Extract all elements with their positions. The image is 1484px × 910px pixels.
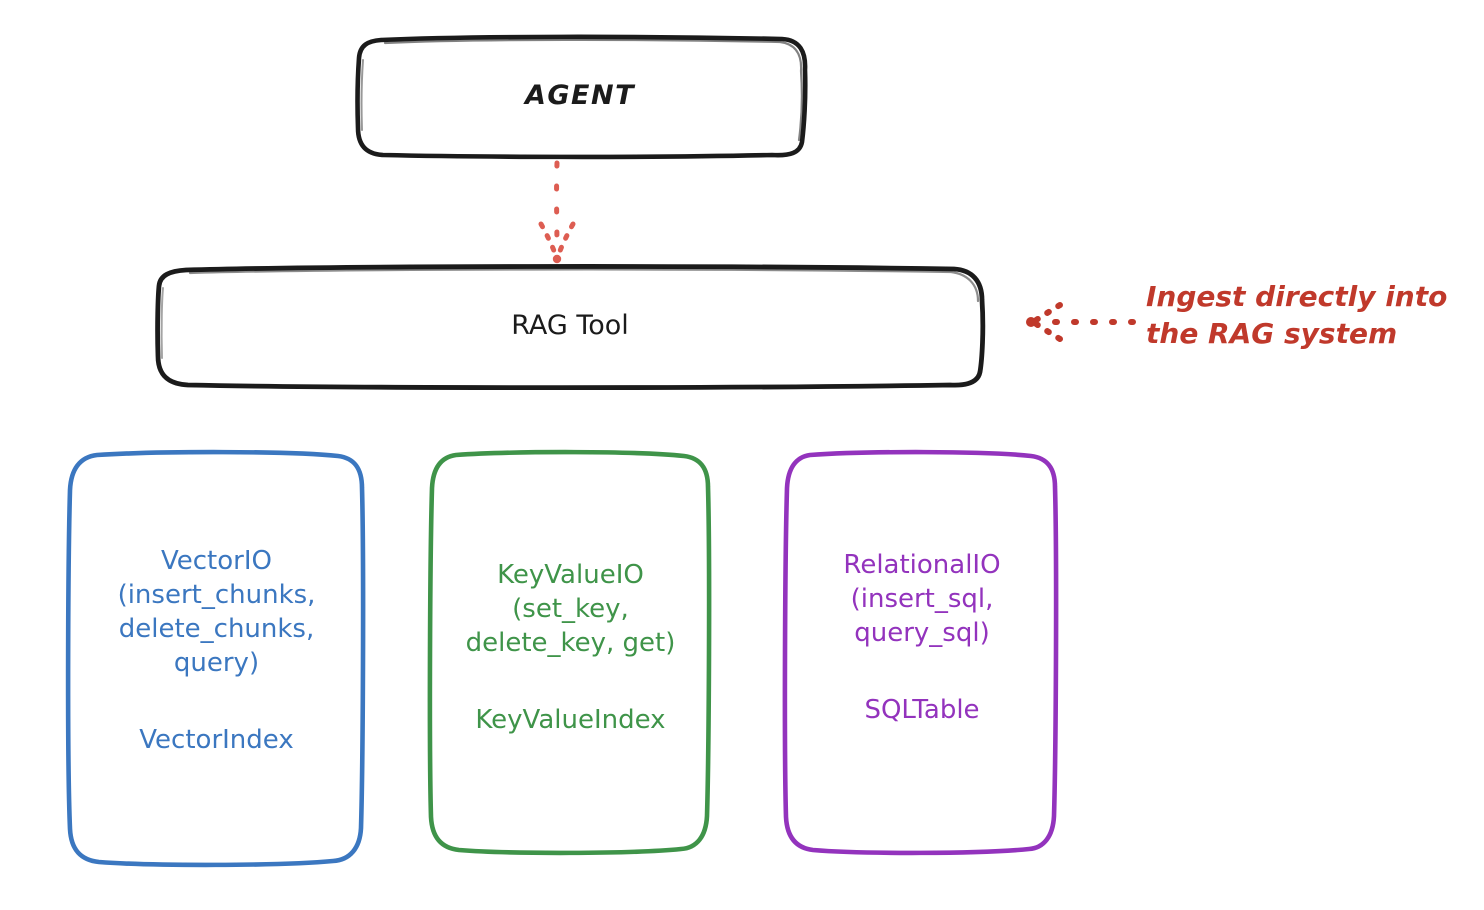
node-agent-label: AGENT	[524, 80, 635, 112]
node-key-value-io-content: KeyValueIO (set_key, delete_key, get) Ke…	[466, 559, 676, 734]
node-rag-tool-label: RAG Tool	[511, 309, 629, 341]
relational-io-box-outline	[782, 449, 1059, 856]
vector-io-box-outline	[65, 449, 366, 868]
node-relational-io[interactable]: RelationalIO (insert_sql, query_sql) SQL…	[783, 451, 1061, 855]
node-key-value-io[interactable]: KeyValueIO (set_key, delete_key, get) Ke…	[428, 451, 713, 855]
rag-tool-box-outline	[155, 264, 986, 391]
node-agent[interactable]: AGENT	[355, 38, 805, 155]
node-relational-io-content: RelationalIO (insert_sql, query_sql) SQL…	[843, 549, 1000, 724]
ingest-annotation: Ingest directly into the RAG system	[1146, 278, 1476, 352]
agent-box-outline	[355, 34, 808, 160]
ingest-annotation-text: Ingest directly into the RAG system	[1146, 280, 1448, 351]
node-relational-io-label: RelationalIO (insert_sql, query_sql)	[843, 550, 1001, 648]
node-rag-tool[interactable]: RAG Tool	[156, 268, 984, 384]
node-vector-io-content: VectorIO (insert_chunks, delete_chunks, …	[118, 545, 316, 754]
agent-to-rag-connector	[538, 160, 576, 264]
node-vector-io-label: VectorIO (insert_chunks, delete_chunks, …	[117, 546, 316, 678]
ingest-arrow-connector	[1026, 302, 1136, 342]
key-value-io-box-outline	[427, 449, 712, 856]
node-vector-io-sublabel: VectorIndex	[139, 724, 294, 755]
node-relational-io-sublabel: SQLTable	[864, 694, 980, 725]
node-vector-io[interactable]: VectorIO (insert_chunks, delete_chunks, …	[68, 451, 365, 865]
node-key-value-io-sublabel: KeyValueIndex	[475, 704, 666, 735]
node-key-value-io-label: KeyValueIO (set_key, delete_key, get)	[465, 560, 676, 658]
